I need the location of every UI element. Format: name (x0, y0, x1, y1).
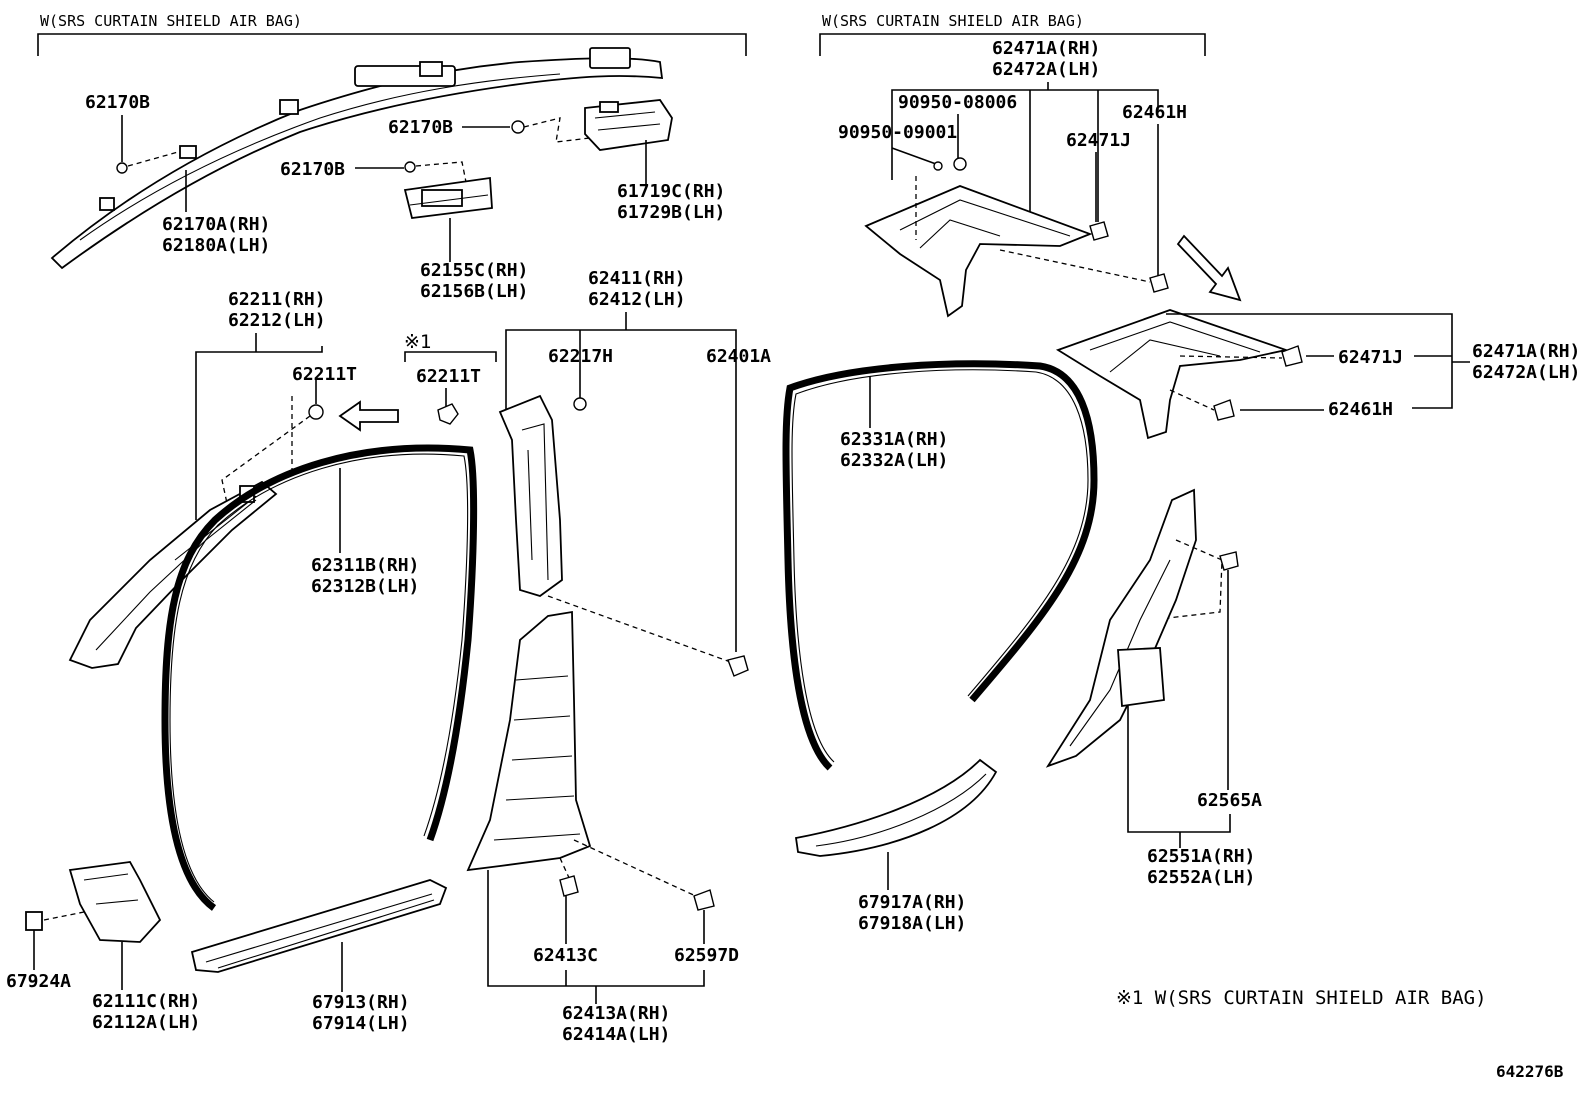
label-62212: 62212(LH) (228, 310, 326, 331)
clip-67924a (25, 911, 43, 931)
label-62311b: 62311B(RH) (311, 555, 419, 576)
label-62170b-c: 62170B (280, 159, 345, 180)
label-62472a-top: 62472A(LH) (992, 59, 1100, 80)
clip-62565a (1219, 551, 1239, 571)
roof-side-garnish-lower (1055, 309, 1290, 440)
label-62111c: 62111C(RH) (92, 991, 200, 1012)
label-62155c: 62155C(RH) (420, 260, 528, 281)
clip-62461h-top (1149, 273, 1169, 293)
label-62331a: 62331A(RH) (840, 429, 948, 450)
right-header: W(SRS CURTAIN SHIELD AIR BAG) (822, 12, 1084, 30)
label-67914: 67914(LH) (312, 1013, 410, 1034)
label-62461h-mid: 62461H (1328, 399, 1393, 420)
left-header: W(SRS CURTAIN SHIELD AIR BAG) (40, 12, 302, 30)
clip-62170b-mid (511, 120, 525, 134)
center-pillar-lower-garnish (466, 610, 592, 872)
label-62211t-b: 62211T (416, 366, 481, 387)
right-header-bracket (819, 33, 1206, 56)
clip-90950-08006 (953, 157, 967, 171)
footnote: ※1 W(SRS CURTAIN SHIELD AIR BAG) (1116, 987, 1487, 1009)
label-90950-09001: 90950-09001 (838, 122, 957, 143)
label-62413c: 62413C (533, 945, 598, 966)
rear-door-scuff-plate (794, 758, 998, 857)
curtain-airbag-assembly (50, 47, 664, 270)
clip-62211t-a (308, 404, 324, 420)
clip-62461h-mid (1213, 399, 1235, 421)
quarter-lower-trim (1045, 488, 1197, 768)
front-door-weatherstrip-outer (161, 444, 478, 911)
front-door-scuff-plate (190, 879, 448, 973)
note-mark: ※1 (404, 331, 431, 353)
label-62471a-mid: 62471A(RH) (1472, 341, 1580, 362)
clip-62471j-top (1089, 221, 1109, 241)
label-62413a: 62413A(RH) (562, 1003, 670, 1024)
arrow-left (338, 400, 399, 432)
front-pillar-garnish (68, 480, 278, 669)
label-61729b: 61729B(LH) (617, 202, 725, 223)
label-62461h-top: 62461H (1122, 102, 1187, 123)
label-62112a: 62112A(LH) (92, 1012, 200, 1033)
label-62552a: 62552A(LH) (1147, 867, 1255, 888)
label-67917a: 67917A(RH) (858, 892, 966, 913)
left-header-bracket (37, 33, 747, 56)
arrow-down-right (1176, 234, 1242, 302)
label-62170b-a: 62170B (85, 92, 150, 113)
clip-62217h (573, 397, 587, 411)
roof-side-garnish-upper (864, 185, 1093, 318)
airbag-bracket-61719c (584, 99, 673, 151)
label-62472a-mid: 62472A(LH) (1472, 362, 1580, 383)
label-67924a: 67924A (6, 971, 71, 992)
label-67918a: 67918A(LH) (858, 913, 966, 934)
label-62211: 62211(RH) (228, 289, 326, 310)
clip-62471j-mid (1281, 345, 1303, 367)
label-62414a: 62414A(LH) (562, 1024, 670, 1045)
label-62597d: 62597D (674, 945, 739, 966)
clip-62170b-left (116, 162, 128, 174)
clip-62401a (727, 655, 749, 677)
label-62471j-mid: 62471J (1338, 347, 1403, 368)
label-62471j-top: 62471J (1066, 130, 1131, 151)
label-62412: 62412(LH) (588, 289, 686, 310)
label-62217h: 62217H (548, 346, 613, 367)
label-62170a: 62170A(RH) (162, 214, 270, 235)
label-67913: 67913(RH) (312, 992, 410, 1013)
label-62312b: 62312B(LH) (311, 576, 419, 597)
clip-62170b-lower (404, 161, 416, 173)
label-62156b: 62156B(LH) (420, 281, 528, 302)
drawing-code: 642276B (1496, 1062, 1564, 1081)
label-62211t-a: 62211T (292, 364, 357, 385)
clip-62597d (693, 889, 715, 911)
label-62332a: 62332A(LH) (840, 450, 948, 471)
clip-62413c (559, 875, 579, 897)
cowl-side-trim (68, 861, 162, 943)
rear-door-weatherstrip (782, 360, 1098, 771)
center-pillar-upper-garnish (498, 394, 563, 597)
label-62551a: 62551A(RH) (1147, 846, 1255, 867)
label-62471a-top: 62471A(RH) (992, 38, 1100, 59)
label-90950-08006: 90950-08006 (898, 92, 1017, 113)
clip-90950-09001 (933, 161, 943, 171)
label-61719c: 61719C(RH) (617, 181, 725, 202)
label-62401a: 62401A (706, 346, 771, 367)
clip-62211t-b (437, 403, 459, 425)
label-62565a: 62565A (1197, 790, 1262, 811)
label-62170b-b: 62170B (388, 117, 453, 138)
airbag-bracket-62155c (403, 176, 493, 219)
label-62411: 62411(RH) (588, 268, 686, 289)
label-62180a: 62180A(LH) (162, 235, 270, 256)
